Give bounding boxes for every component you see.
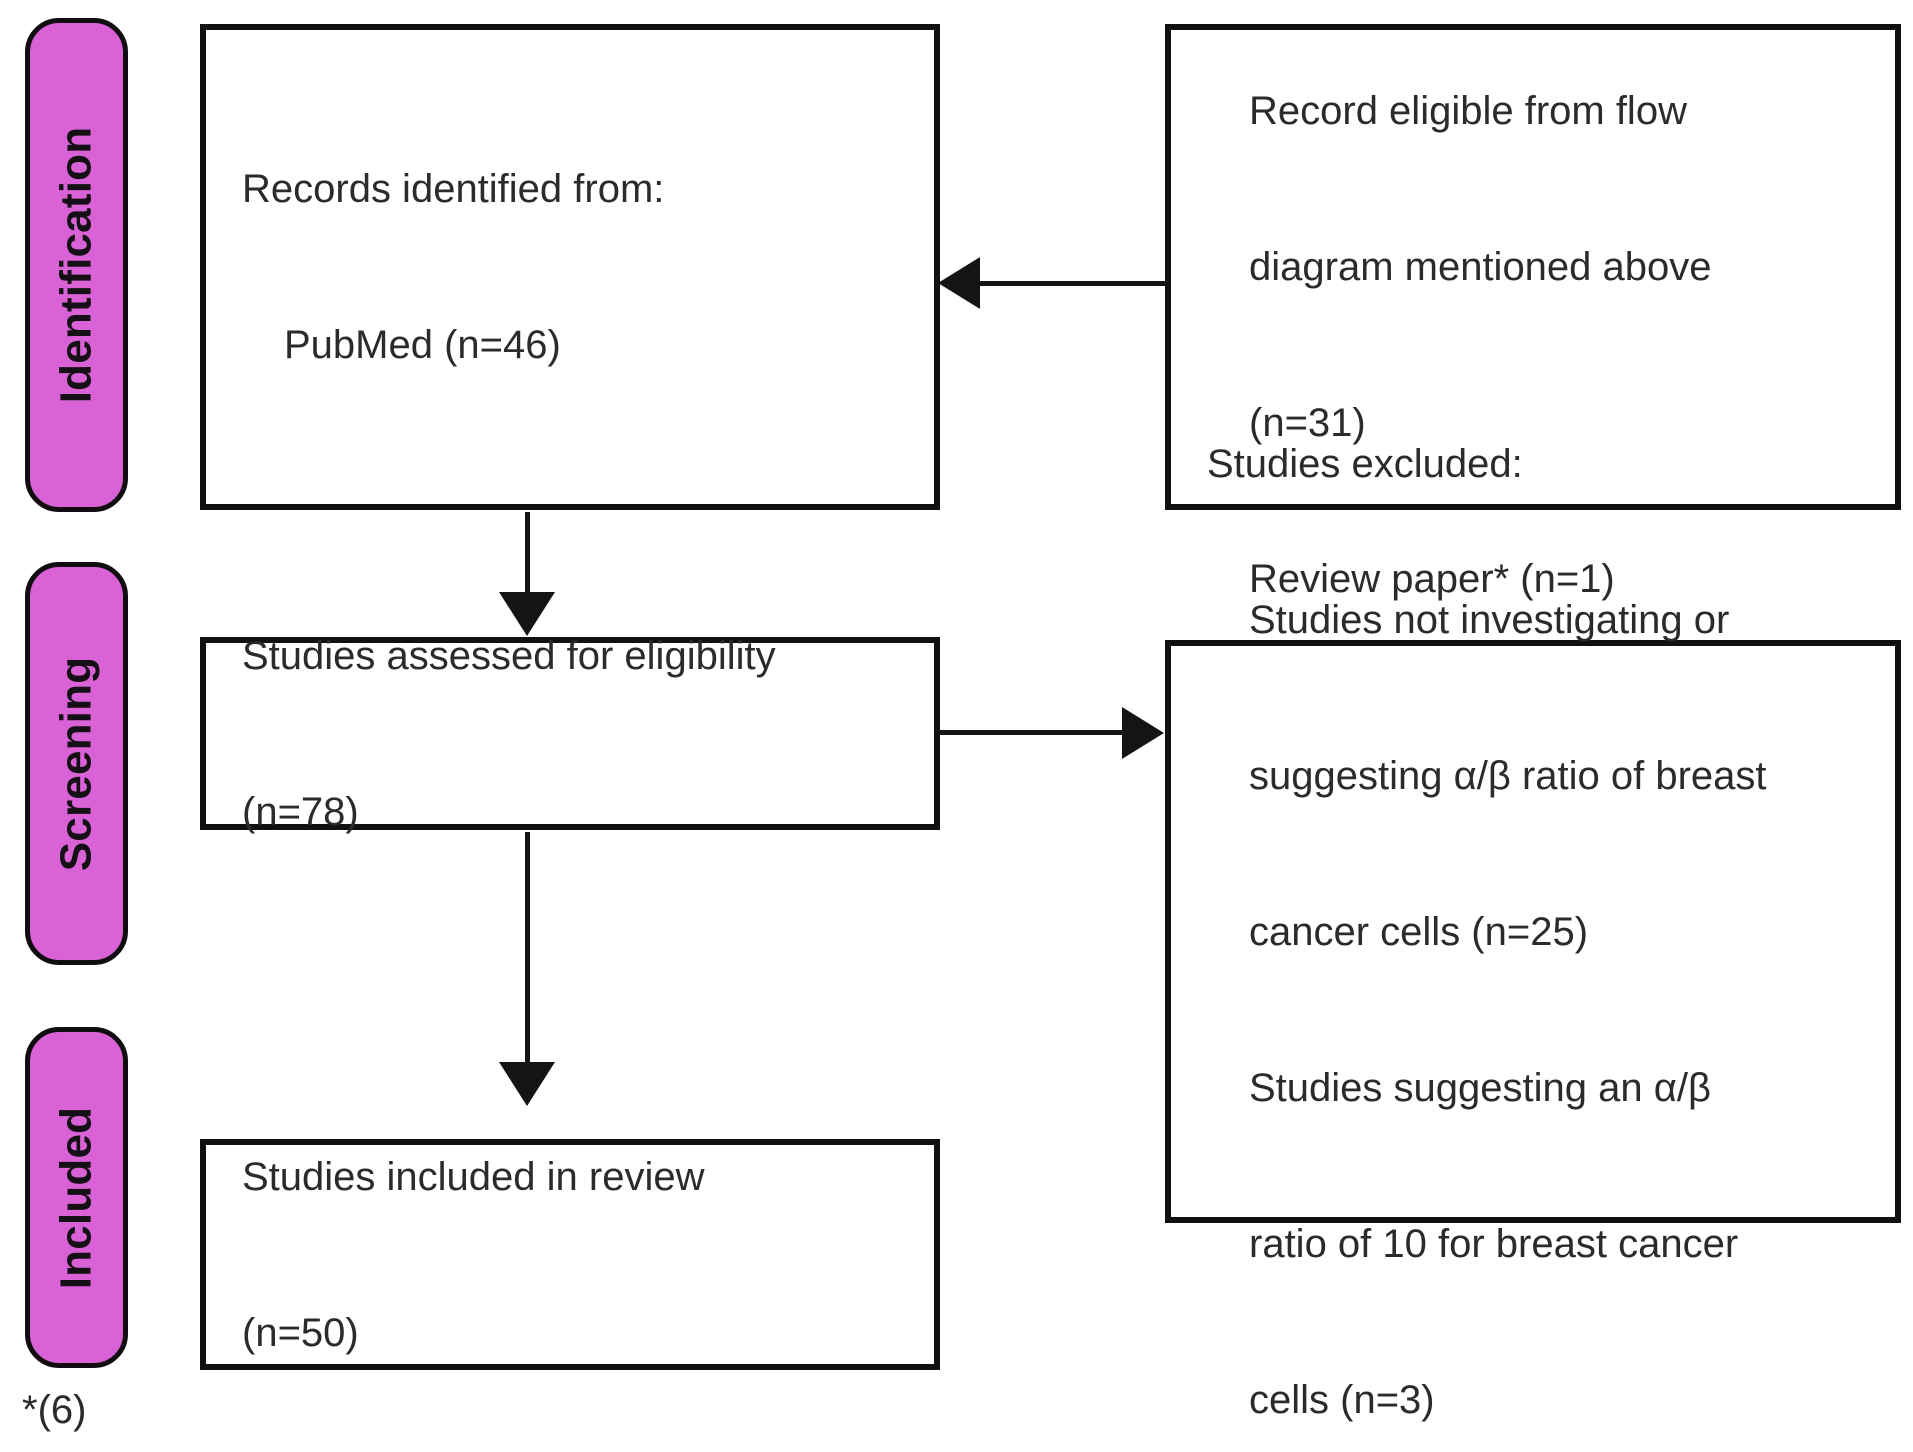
connector-assessed-to-excluded — [938, 730, 1128, 735]
text-line: Review paper* (n=1) — [1249, 557, 1615, 601]
text-line: Studies excluded: — [1207, 441, 1523, 486]
stage-label-identification: Identification — [51, 126, 101, 404]
text-line: Records identified from: — [242, 167, 665, 211]
box-records-added: Records added from: Record eligible from… — [1165, 24, 1901, 601]
text-line: Studies not investigating or — [1249, 597, 1730, 642]
text-line: diagram mentioned above — [1249, 245, 1712, 289]
text-line: Studies suggesting an α/β — [1249, 1065, 1711, 1110]
text-line: ratio of 10 for breast cancer — [1249, 1221, 1739, 1266]
stage-label-included: Included — [51, 1106, 101, 1289]
box-studies-assessed: Studies assessed for eligibility (n=78) — [200, 634, 940, 834]
box-records-added-text: Records added from: Record eligible from… — [1171, 0, 1895, 709]
arrowhead-down-to-included — [499, 1062, 555, 1106]
text-line: cancer cells (n=25) — [1249, 909, 1589, 954]
footnote-asterisk: *(6) — [22, 1388, 87, 1432]
text-line: Studies included in review — [242, 1154, 705, 1199]
box-studies-excluded-text: Studies excluded: Studies not investigat… — [1171, 334, 1895, 1452]
stage-bar-screening: Screening — [25, 562, 128, 965]
stage-bar-included: Included — [25, 1027, 128, 1368]
box-studies-included: Studies included in review (n=50) — [200, 1139, 940, 1370]
box-records-identified-text: Records identified from: PubMed (n=46) — [206, 59, 934, 475]
arrowhead-left-to-identified — [938, 257, 980, 309]
stage-label-screening: Screening — [51, 656, 101, 871]
box-studies-assessed-text: Studies assessed for eligibility (n=78) — [206, 526, 934, 942]
text-line: suggesting α/β ratio of breast — [1249, 753, 1767, 798]
text-line: (n=78) — [242, 789, 359, 834]
text-line: Studies assessed for eligibility — [242, 633, 776, 678]
text-line: (n=50) — [242, 1310, 359, 1355]
arrowhead-down-to-assessed — [499, 592, 555, 636]
text-line: (n=31) — [1249, 401, 1366, 445]
text-line: PubMed (n=46) — [284, 323, 561, 367]
connector-added-to-identified — [975, 281, 1167, 286]
stage-bar-identification: Identification — [25, 18, 128, 512]
text-line: Record eligible from flow — [1249, 89, 1687, 133]
box-studies-included-text: Studies included in review (n=50) — [206, 1047, 934, 1452]
text-line: cells (n=3) — [1249, 1377, 1435, 1422]
connector-identified-to-assessed — [525, 512, 530, 606]
arrowhead-right-to-excluded — [1122, 707, 1164, 759]
connector-assessed-to-included — [525, 832, 530, 1076]
box-studies-excluded: Studies excluded: Studies not investigat… — [1165, 442, 1901, 1422]
box-records-identified: Records identified from: PubMed (n=46) — [200, 24, 940, 510]
